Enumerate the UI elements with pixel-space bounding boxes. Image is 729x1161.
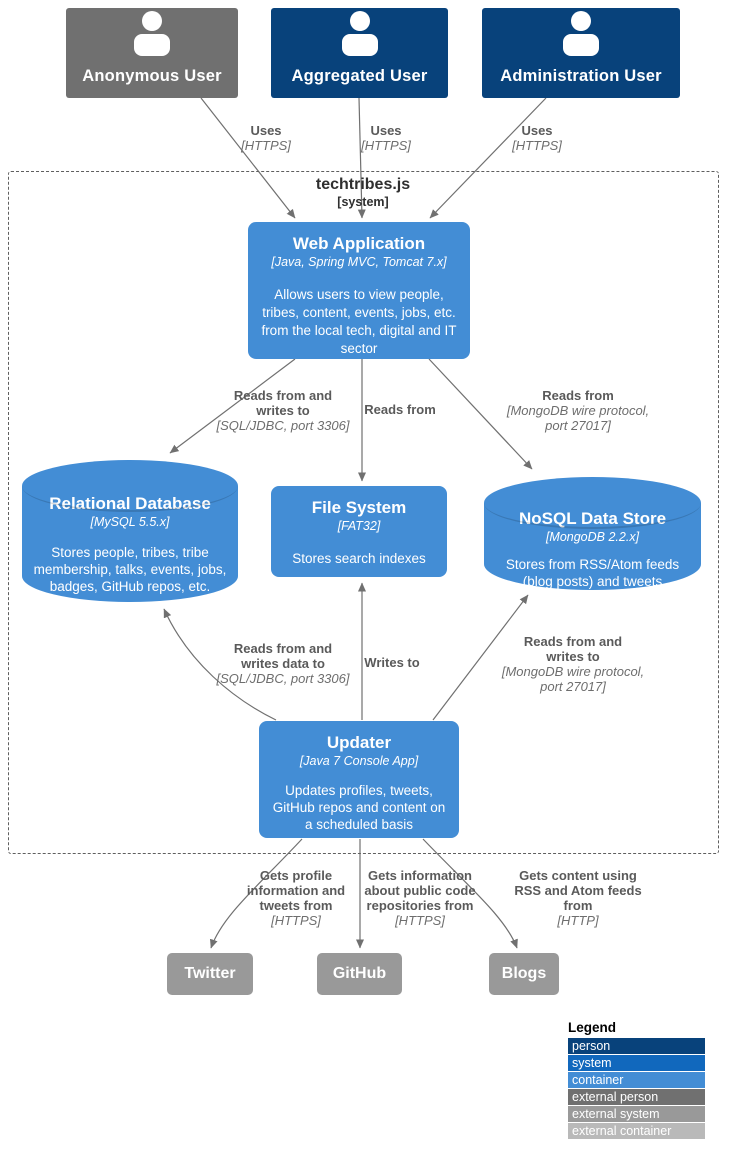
- node-description: Allows users to view people, tribes, con…: [261, 287, 457, 356]
- node-anonymous-user[interactable]: Anonymous User: [66, 8, 238, 98]
- node-updater[interactable]: Updater [Java 7 Console App] Updates pro…: [259, 721, 459, 838]
- edge-label-updater-twitter: Gets profile information and tweets from…: [246, 868, 346, 928]
- edge-updater-blogs: [422, 838, 518, 949]
- node-web-application[interactable]: Web Application [Java, Spring MVC, Tomca…: [248, 222, 470, 359]
- legend-item-container: container: [568, 1072, 705, 1088]
- node-title: Web Application: [292, 234, 426, 253]
- person-icon: [554, 10, 608, 63]
- edge-label-webapp-nosql: Reads from [MongoDB wire protocol, port …: [506, 388, 650, 433]
- legend-item-external-person: external person: [568, 1089, 705, 1105]
- node-nosql-data-store[interactable]: NoSQL Data Store [MongoDB 2.2.x] Stores …: [484, 477, 701, 590]
- node-administration-user[interactable]: Administration User: [482, 8, 680, 98]
- edge-anonymous-webapp: [200, 97, 296, 219]
- boundary-name: techtribes.js: [315, 176, 411, 193]
- node-title: File System: [311, 498, 407, 517]
- edge-label-aggregated-uses: Uses [HTTPS]: [361, 123, 411, 153]
- edge-label-administration-uses: Uses [HTTPS]: [512, 123, 562, 153]
- edge-aggregated-webapp: [357, 97, 366, 219]
- edge-updater-reldb: [163, 608, 277, 721]
- node-title: Relational Database: [49, 494, 211, 513]
- person-label: Administration User: [500, 67, 662, 85]
- person-icon: [125, 10, 179, 63]
- node-title: Twitter: [184, 965, 236, 982]
- node-title: GitHub: [332, 965, 387, 982]
- person-icon: [333, 10, 387, 63]
- node-technology: [Java, Spring MVC, Tomcat 7.x]: [271, 255, 447, 269]
- edge-label-updater-reldb: Reads from and writes data to [SQL/JDBC,…: [216, 641, 350, 686]
- system-boundary: [8, 171, 719, 854]
- legend-item-system: system: [568, 1055, 705, 1071]
- node-technology: [Java 7 Console App]: [299, 754, 419, 768]
- node-description: Stores search indexes: [292, 551, 426, 566]
- edge-label-webapp-reldb: Reads from and writes to [SQL/JDBC, port…: [216, 388, 350, 433]
- edge-label-updater-filesystem: Writes to: [364, 655, 420, 670]
- node-technology: [MongoDB 2.2.x]: [545, 530, 640, 544]
- boundary-meta: [system]: [337, 195, 389, 209]
- node-twitter[interactable]: Twitter: [167, 953, 253, 995]
- edge-updater-twitter: [209, 838, 303, 949]
- edge-label-webapp-filesystem: Reads from: [364, 402, 436, 417]
- node-file-system[interactable]: File System [FAT32] Stores search indexe…: [271, 486, 447, 577]
- legend-item-person: person: [568, 1038, 705, 1054]
- edge-webapp-reldb: [169, 358, 296, 454]
- node-description: Stores people, tribes, tribe membership,…: [33, 545, 227, 594]
- edge-updater-nosql: [432, 594, 529, 721]
- node-description: Updates profiles, tweets, GitHub repos a…: [272, 783, 446, 832]
- edge-label-updater-blogs: Gets content using RSS and Atom feeds fr…: [514, 868, 642, 928]
- legend-item-external-container: external container: [568, 1123, 705, 1139]
- node-technology: [FAT32]: [337, 519, 381, 533]
- node-title: NoSQL Data Store: [518, 509, 667, 528]
- legend-item-external-system: external system: [568, 1106, 705, 1122]
- system-boundary-title: techtribes.js [system]: [316, 176, 410, 209]
- node-technology: [MySQL 5.5.x]: [90, 515, 170, 529]
- edge-label-updater-github: Gets information about public code repos…: [364, 868, 476, 928]
- legend-title: Legend: [568, 1020, 617, 1035]
- node-relational-database[interactable]: Relational Database [MySQL 5.5.x] Stores…: [22, 460, 238, 602]
- node-title: Updater: [326, 733, 392, 752]
- legend: Legend person system container external …: [568, 1020, 705, 1140]
- node-title: Blogs: [501, 965, 547, 982]
- edge-label-anonymous-uses: Uses [HTTPS]: [241, 123, 291, 153]
- person-label: Anonymous User: [82, 67, 222, 85]
- edge-administration-webapp: [429, 97, 547, 219]
- node-aggregated-user[interactable]: Aggregated User: [271, 8, 448, 98]
- edge-label-updater-nosql: Reads from and writes to [MongoDB wire p…: [501, 634, 645, 694]
- node-description: Stores from RSS/Atom feeds (blog posts) …: [505, 557, 680, 589]
- edge-webapp-nosql: [428, 358, 533, 470]
- person-label: Aggregated User: [291, 67, 428, 85]
- node-blogs[interactable]: Blogs: [489, 953, 559, 995]
- node-github[interactable]: GitHub: [317, 953, 402, 995]
